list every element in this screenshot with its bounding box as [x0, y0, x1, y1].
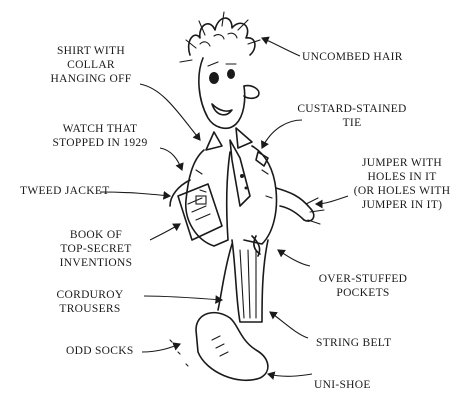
jacket-drawing [169, 145, 325, 247]
leader-lines [99, 36, 349, 380]
shoe-drawing [169, 311, 269, 382]
label-uncombed-hair: UNCOMBED HAIR [302, 51, 403, 63]
trousers-drawing [217, 235, 269, 323]
label-odd-socks: ODD SOCKS [66, 345, 134, 357]
label-uni-shoe: UNI-SHOE [314, 379, 371, 391]
head-drawing [198, 57, 260, 130]
book-drawing [177, 183, 223, 241]
collar-tie-drawing [205, 127, 269, 207]
label-watch: WATCH THAT STOPPED IN 1929 [52, 123, 148, 149]
label-tweed-jacket: TWEED JACKET [20, 185, 110, 197]
label-corduroy: CORDUROY TROUSERS [56, 289, 124, 315]
label-book: BOOK OF TOP-SECRET INVENTIONS [59, 229, 133, 269]
hair-drawing [179, 11, 261, 63]
label-custard-tie: CUSTARD-STAINED TIE [297, 103, 407, 129]
label-jumper: JUMPER WITH HOLES IN IT (OR HOLES WITH J… [353, 157, 451, 211]
label-pockets: OVER-STUFFED POCKETS [318, 273, 408, 299]
label-string-belt: STRING BELT [316, 337, 392, 349]
label-shirt-collar: SHIRT WITH COLLAR HANGING OFF [50, 45, 132, 85]
